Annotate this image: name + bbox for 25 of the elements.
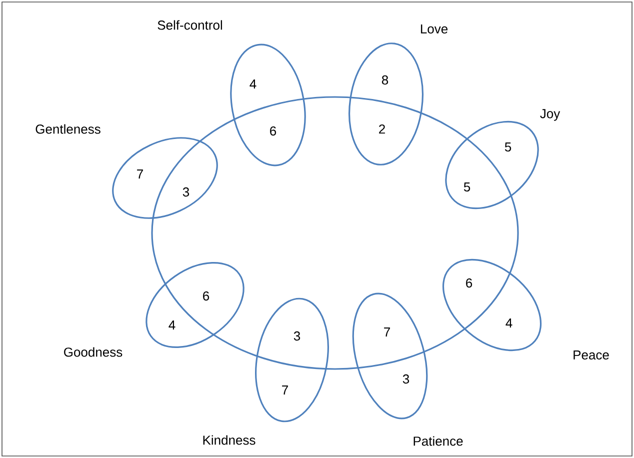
name-label: Love xyxy=(420,24,448,34)
number-label: 5 xyxy=(464,182,470,192)
number-label: 3 xyxy=(294,331,300,341)
name-label: Gentleness xyxy=(36,124,100,134)
name-label: Joy xyxy=(540,109,560,121)
number-label: 8 xyxy=(382,75,388,85)
number-label: 6 xyxy=(270,126,276,136)
name-label: Patience xyxy=(414,436,463,446)
number-label: 5 xyxy=(504,142,512,152)
number-label: 3 xyxy=(182,187,190,197)
number-label: 7 xyxy=(384,328,390,336)
number-label: 3 xyxy=(402,374,410,384)
number-label: 4 xyxy=(506,318,512,328)
ellipse xyxy=(151,96,519,370)
number-label: 4 xyxy=(250,80,256,88)
number-label: 2 xyxy=(379,124,385,134)
number-label: 6 xyxy=(466,278,472,288)
number-label: 7 xyxy=(282,386,288,394)
name-label: Goodness xyxy=(64,347,122,357)
name-label: Kindness xyxy=(203,435,256,445)
number-label: 7 xyxy=(137,170,143,178)
name-label: Self-control xyxy=(158,20,222,30)
number-label: 6 xyxy=(203,291,210,301)
name-label: Peace xyxy=(574,350,609,360)
number-label: 4 xyxy=(168,320,176,330)
